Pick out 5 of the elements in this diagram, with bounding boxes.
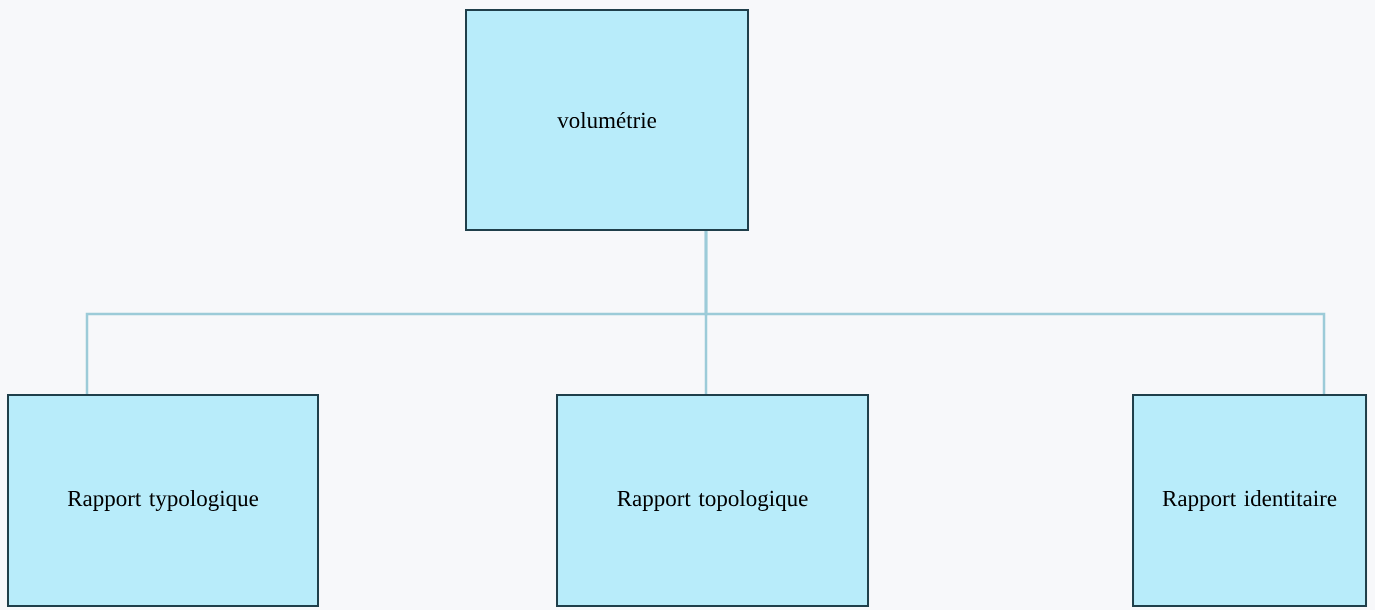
process-box: volumétrie	[465, 9, 749, 231]
connector	[704, 231, 1326, 394]
process-box: Rapport typologique	[7, 394, 319, 607]
process-box: Rapport topologique	[556, 394, 869, 607]
process-box: Rapport identitaire	[1132, 394, 1367, 607]
